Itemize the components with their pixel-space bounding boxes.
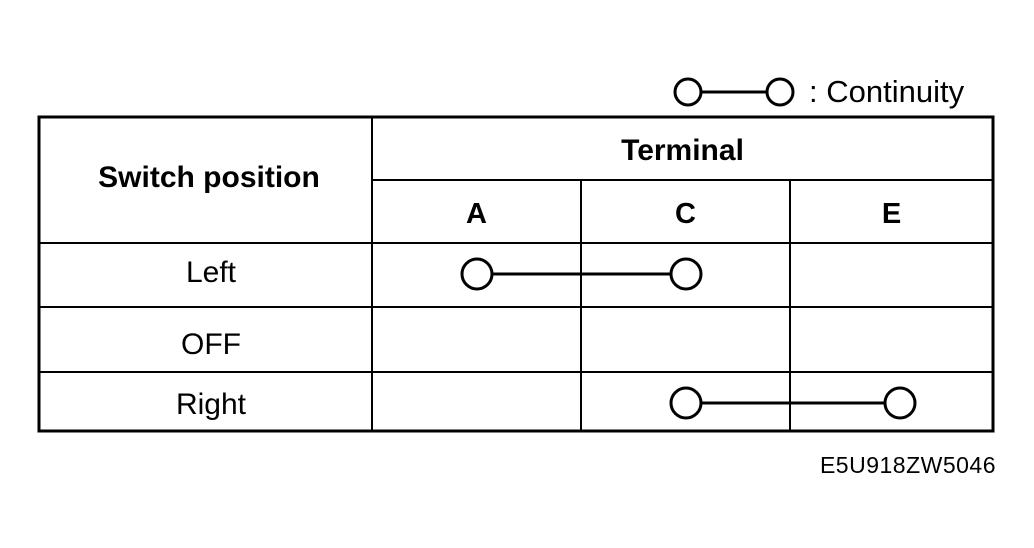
row-label-off: OFF bbox=[181, 328, 241, 361]
row-label-right: Right bbox=[175, 388, 247, 421]
terminal-e-label: E bbox=[881, 197, 902, 230]
continuity-terminal-right-c bbox=[669, 386, 703, 420]
row-label-left: Left bbox=[185, 256, 237, 289]
legend-label: : Continuity bbox=[809, 74, 965, 109]
header-terminal: Terminal bbox=[621, 134, 744, 167]
continuity-terminal-left-c bbox=[669, 257, 703, 291]
terminal-c-label: C bbox=[675, 197, 696, 230]
terminal-a-label: A bbox=[466, 197, 487, 230]
legend: : Continuity bbox=[672, 74, 982, 110]
figure-code: E5U918ZW5046 bbox=[819, 452, 996, 478]
header-switch-position: Switch position bbox=[98, 161, 320, 194]
continuity-terminal-right-e bbox=[883, 386, 917, 420]
continuity-terminal-left-a bbox=[460, 257, 494, 291]
continuity-marks bbox=[460, 257, 917, 420]
continuity-symbol-icon bbox=[673, 77, 795, 107]
